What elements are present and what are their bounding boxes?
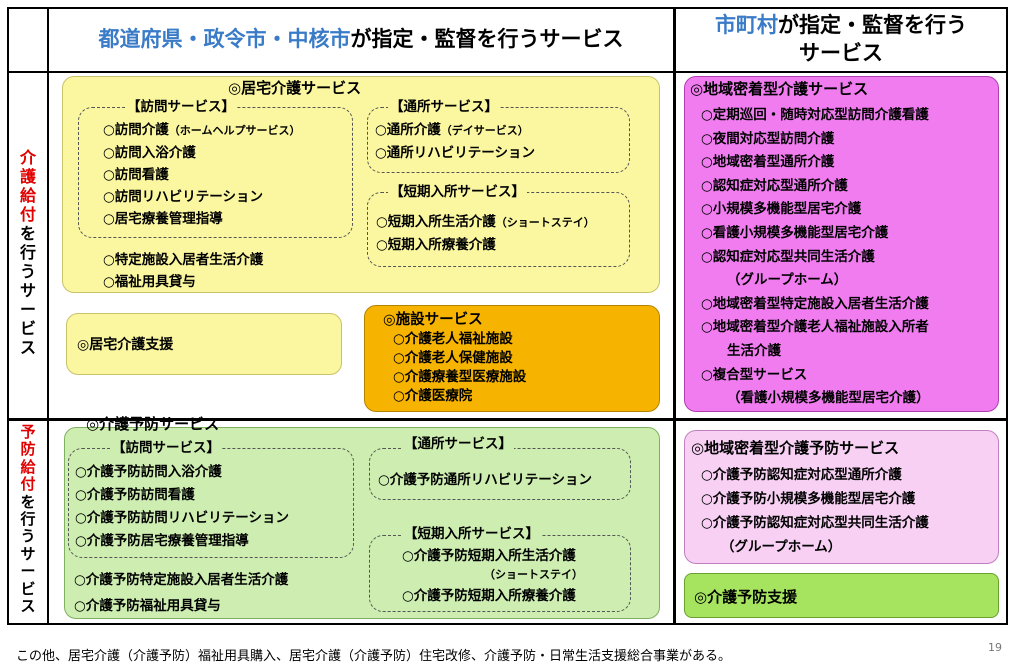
list-item: ○訪問介護（ホームヘルプサービス） <box>103 122 301 138</box>
kyotaku-tanki-label: 【短期入所サービス】 <box>388 181 527 203</box>
list-item: ○定期巡回・随時対応型訪問介護看護 <box>701 107 929 123</box>
list-item: 生活介護 <box>727 342 781 359</box>
footer-note: この他、居宅介護（介護予防）福祉用具購入、居宅介護（介護予防）住宅改修、介護予防… <box>16 649 732 664</box>
list-item: ○介護老人福祉施設 <box>393 331 513 347</box>
header-left: 都道府県・政令市・中核市が指定・監督を行うサービス <box>50 25 672 53</box>
kyotaku-houmon-label: 【訪問サービス】 <box>125 96 237 118</box>
yobo-houmon-list: ○介護予防訪問入浴介護 ○介護予防訪問看護 ○介護予防訪問リハビリテーション ○… <box>75 461 289 553</box>
divider-yobo-row <box>7 418 1008 421</box>
header-right: 市町村が指定・監督を行う サービス <box>676 11 1006 67</box>
kyotaku-shien-box <box>66 313 342 375</box>
list-item: ○看護小規模多機能型居宅介護 <box>701 224 889 241</box>
chiiki-box <box>684 76 999 412</box>
list-item: ○介護療養型医療施設 <box>393 369 527 385</box>
header-right-highlight: 市町村 <box>715 13 778 37</box>
shisetsu-list: ○介護老人福祉施設 ○介護老人保健施設 ○介護療養型医療施設 ○介護医療院 <box>393 330 526 406</box>
chiiki-title: ◎地域密着型介護サービス <box>690 80 869 98</box>
list-item: ○福祉用具貸与 <box>103 274 196 290</box>
list-item: ○介護予防短期入所生活介護 <box>402 548 576 564</box>
list-item: ○訪問看護 <box>103 167 169 183</box>
list-item: ○短期入所療養介護 <box>376 237 496 253</box>
yobo-shien-title: ◎介護予防支援 <box>694 588 798 606</box>
yobo-shien-box <box>684 573 999 618</box>
page-number: 19 <box>988 641 1002 654</box>
list-item: ○夜間対応型訪問介護 <box>701 130 835 147</box>
kyotaku-tsusho-label: 【通所サービス】 <box>388 96 500 118</box>
shisetsu-title: ◎施設サービス <box>383 312 483 328</box>
list-item: ○通所介護（デイサービス） <box>375 122 529 138</box>
chiiki-yobo-box <box>684 430 999 564</box>
header-right-line2: サービス <box>799 41 883 65</box>
side-label-yobo: 予 防 給 付 を 行 う サ ー ビ ス <box>20 423 36 616</box>
yobo-houmon-label: 【訪問サービス】 <box>110 437 222 459</box>
divider-right-col <box>673 7 676 625</box>
chiiki-list: ○定期巡回・随時対応型訪問介護看護 ○夜間対応型訪問介護 ○地域密着型通所介護 … <box>701 104 930 411</box>
list-item: ○特定施設入居者生活介護 <box>103 252 264 268</box>
list-item: （看護小規模多機能型居宅介護） <box>727 390 930 407</box>
table-frame <box>7 7 1008 625</box>
side-label-kaigo: 介 護 給 付 を 行 う サ ー ビ ス <box>19 148 36 357</box>
header-left-highlight: 都道府県・政令市・中核市 <box>98 27 351 51</box>
yobo-title: ◎介護予防サービス <box>86 415 220 433</box>
yobo-tanki-label: 【短期入所サービス】 <box>402 523 541 545</box>
header-left-text: が指定・監督を行うサービス <box>350 27 624 51</box>
chiiki-yobo-list: ○介護予防認知症対応型通所介護 ○介護予防小規模多機能型居宅介護 ○介護予防認知… <box>701 463 929 559</box>
list-item: （グループホーム） <box>721 539 842 555</box>
list-item: ○小規模多機能型居宅介護 <box>701 201 862 218</box>
list-item: ○介護医療院 <box>393 388 473 404</box>
list-item: ○介護予防特定施設入居者生活介護 <box>74 572 289 588</box>
list-item: （グループホーム） <box>727 272 848 289</box>
list-item: ○介護予防認知症対応型共同生活介護 <box>701 515 929 531</box>
yobo-tsusho-label: 【通所サービス】 <box>402 433 514 455</box>
list-item: ○介護老人保健施設 <box>393 350 513 366</box>
chiiki-yobo-title: ◎地域密着型介護予防サービス <box>691 439 900 457</box>
yobo-service-box <box>64 427 660 619</box>
list-item: ○介護予防短期入所療養介護 <box>402 588 576 604</box>
kyotaku-tsusho-list: ○通所介護（デイサービス） ○通所リハビリテーション <box>375 119 535 164</box>
list-item: ○介護予防訪問看護 <box>75 487 195 503</box>
yobo-tsusho-item: ○介護予防通所リハビリテーション <box>378 472 593 488</box>
list-item: ○訪問入浴介護 <box>103 145 196 161</box>
kyotaku-shien-title: ◎居宅介護支援 <box>77 337 174 353</box>
list-item: ○介護予防訪問リハビリテーション <box>75 510 290 526</box>
list-item: ○介護予防認知症対応型通所介護 <box>701 467 902 483</box>
list-item: ○認知症対応型共同生活介護 <box>701 248 875 265</box>
kyotaku-tanki-list: ○短期入所生活介護（ショートステイ） ○短期入所療養介護 <box>376 211 595 256</box>
divider-left-col <box>47 7 49 625</box>
kyotaku-other-list: ○特定施設入居者生活介護 ○福祉用具貸与 <box>103 249 263 293</box>
divider-header-row <box>7 71 1008 73</box>
list-item: ○介護予防小規模多機能型居宅介護 <box>701 491 916 507</box>
kyotaku-title: ◎居宅介護サービス <box>228 79 362 97</box>
yobo-other-list: ○介護予防特定施設入居者生活介護 ○介護予防福祉用具貸与 <box>74 567 288 619</box>
list-item: ○地域密着型介護老人福祉施設入所者 <box>701 319 929 336</box>
list-item: ○居宅療養管理指導 <box>103 211 223 227</box>
list-item: ○複合型サービス <box>701 366 808 383</box>
list-item: ○介護予防訪問入浴介護 <box>75 464 222 480</box>
header-right-text: が指定・監督を行う <box>778 13 967 37</box>
kyotaku-houmon-list: ○訪問介護（ホームヘルプサービス） ○訪問入浴介護 ○訪問看護 ○訪問リハビリテ… <box>103 119 300 230</box>
list-item: ○通所リハビリテーション <box>375 145 536 161</box>
shisetsu-box <box>364 305 660 412</box>
list-item: ○地域密着型特定施設入居者生活介護 <box>701 295 929 312</box>
list-item: ○介護予防福祉用具貸与 <box>74 598 221 614</box>
list-item: （ショートステイ） <box>484 568 583 581</box>
list-item: ○訪問リハビリテーション <box>103 189 264 205</box>
list-item: ○認知症対応型通所介護 <box>701 177 848 194</box>
list-item: ○短期入所生活介護（ショートステイ） <box>376 214 595 230</box>
list-item: ○介護予防居宅療養管理指導 <box>75 533 249 549</box>
list-item: ○地域密着型通所介護 <box>701 154 835 171</box>
